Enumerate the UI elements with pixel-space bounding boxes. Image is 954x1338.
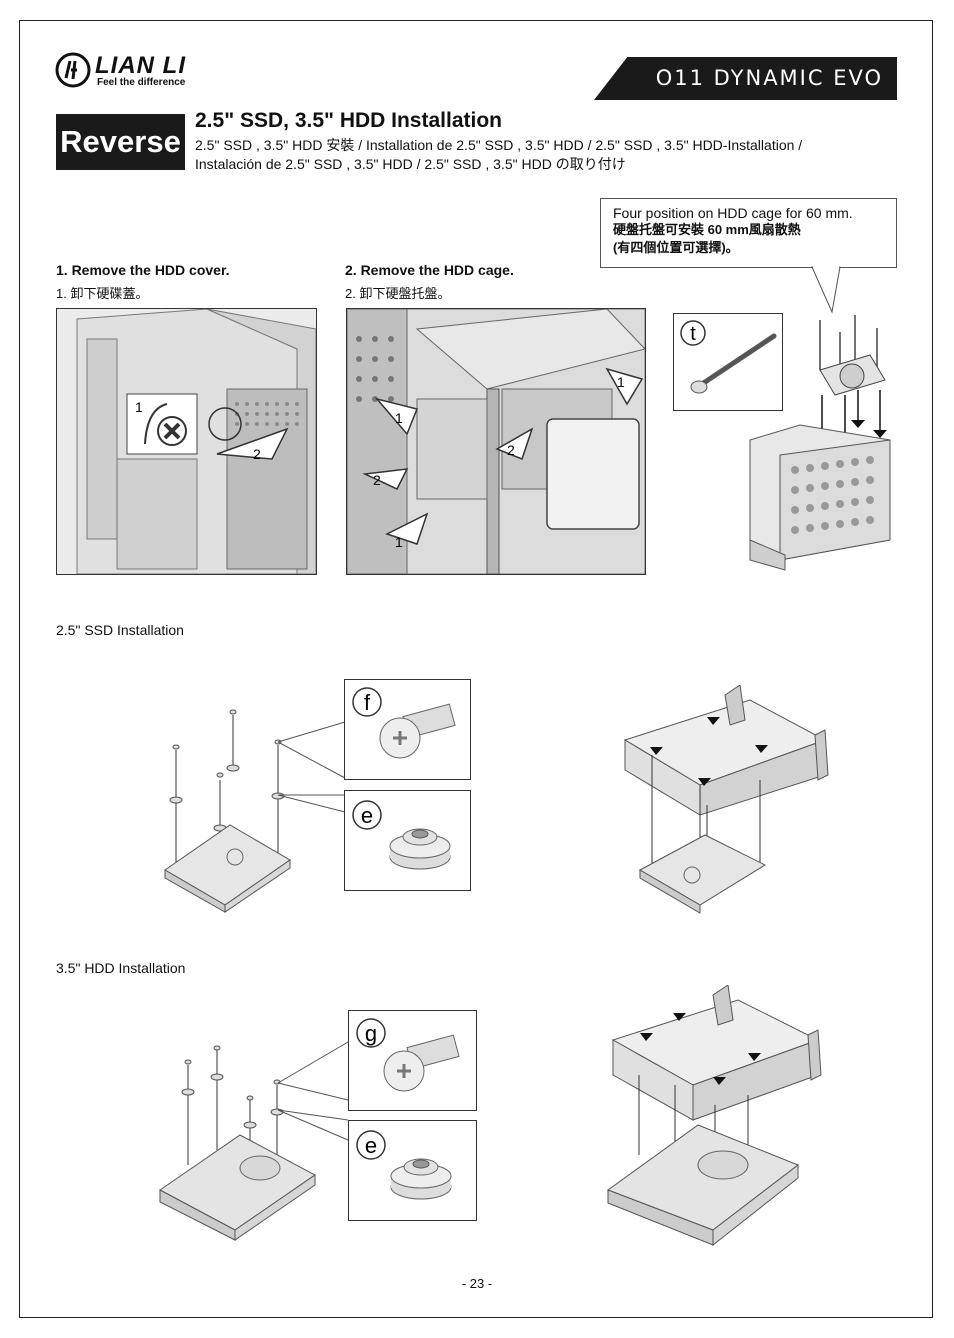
step-2-mark-5: 1 [395,534,403,550]
callout-line-3: (有四個位置可選擇)。 [613,240,739,255]
hdd-cage-illustration [606,985,822,1247]
part-e2-letter: e [365,1133,377,1158]
ssd-callout-lines [277,721,346,813]
ssd-section-title: 2.5" SSD Installation [56,622,184,638]
subtitle-line-1: 2.5" SSD , 3.5" HDD 安裝 / Installation de… [195,137,803,153]
step-1-subtitle: 1. 卸下硬碟蓋。 [56,286,149,301]
part-g-letter: g [365,1021,377,1046]
model-name: O11 DYNAMIC EVO [655,66,883,90]
ssd-cage-illustration [623,685,829,914]
section-subtitle: 2.5" SSD , 3.5" HDD 安裝 / Installation de… [195,136,895,174]
lian-li-emblem-icon [55,52,91,88]
subtitle-line-2: Instalación de 2.5" SSD , 3.5" HDD / 2.5… [195,156,626,172]
model-banner: O11 DYNAMIC EVO [594,57,897,100]
hdd-section-title: 3.5" HDD Installation [56,960,186,976]
part-t-letter: t [690,323,696,345]
page-border [19,20,933,1318]
callout-pointer [811,266,841,314]
step-1-title: 1. Remove the HDD cover. [56,262,230,278]
step-2-subtitle: 2. 卸下硬盤托盤。 [345,286,451,301]
step-1-illustration: 1 2 [56,308,317,575]
callout-line-2: 硬盤托盤可安裝 60 mm風扇散熱 [613,222,801,237]
hdd-callout-lines [277,1041,349,1141]
step-1-mark-1: 1 [135,399,143,415]
reverse-badge: Reverse [56,114,185,170]
step-2-mark-4: 1 [617,374,625,390]
step-2-mark-2: 2 [507,442,515,458]
hdd-cage-fan-illustration [749,315,891,571]
part-e1-letter: e [361,803,373,828]
part-f-letter: f [364,690,371,715]
part-e2-detail: e [348,1120,477,1221]
part-f-detail: f [344,679,471,780]
brand-logo: LIAN LI Feel the difference [55,52,215,90]
step-2-mark-3: 2 [373,472,381,488]
step-2-title: 2. Remove the HDD cage. [345,262,514,278]
step-2-illustration: 1 2 2 1 1 [346,308,646,575]
part-e1-detail: e [344,790,471,891]
part-t-detail: t [673,313,783,411]
fan-callout: Four position on HDD cage for 60 mm. 硬盤托… [600,198,897,268]
step-2-mark-1: 1 [395,410,403,426]
part-t-circle [680,320,706,346]
callout-line-1: Four position on HDD cage for 60 mm. [613,205,853,221]
section-title: 2.5" SSD, 3.5" HDD Installation [195,109,502,132]
brand-name: LIAN LI [95,52,186,79]
ssd-screw-illustration [164,709,291,913]
page-number: - 23 - [461,1276,493,1291]
brand-tagline: Feel the difference [97,77,186,88]
step-1-mark-2: 2 [253,446,261,462]
part-g-detail: g [348,1010,477,1111]
